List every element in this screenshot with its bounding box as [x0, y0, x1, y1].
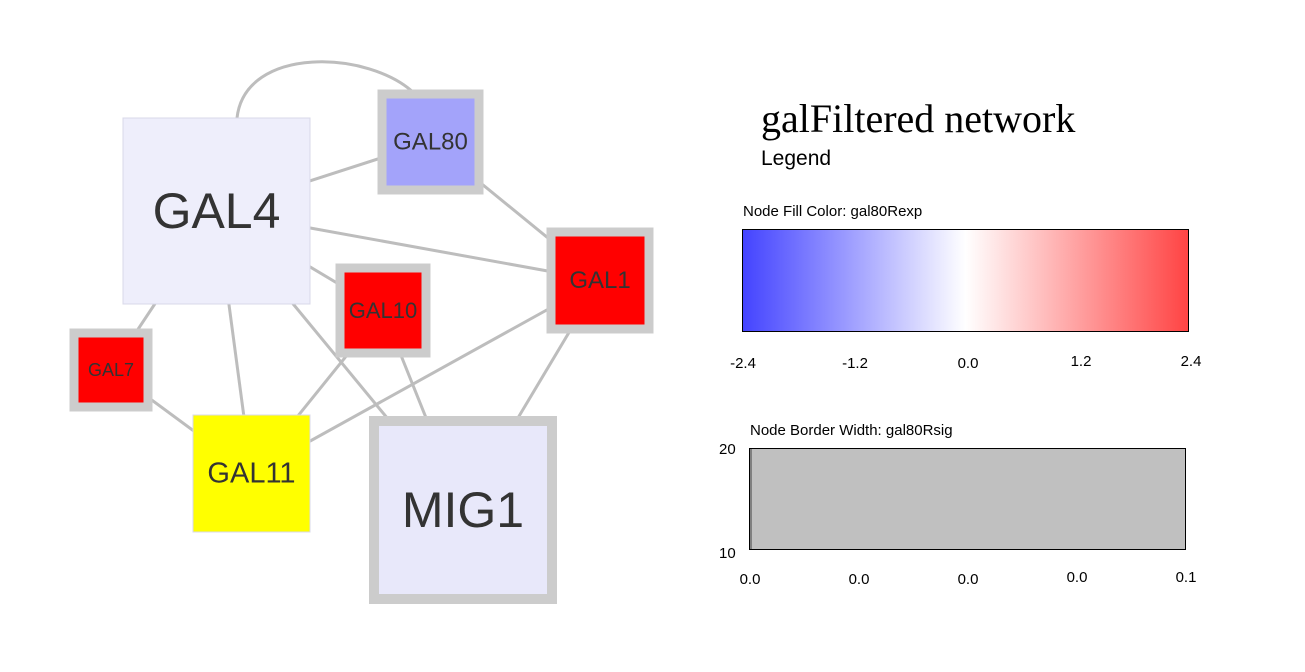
- node-shape[interactable]: [69, 328, 153, 412]
- node-shape[interactable]: [192, 414, 311, 533]
- node-label: GAL11: [207, 458, 295, 490]
- node-gal1[interactable]: GAL1: [546, 227, 654, 334]
- edge-gal4-gal80[interactable]: [235, 60, 417, 119]
- border-axis-min: 10: [719, 545, 736, 562]
- node-gal4[interactable]: GAL4: [122, 117, 311, 305]
- fill-tick: -2.4: [730, 355, 756, 372]
- node-mig1[interactable]: MIG1: [369, 416, 557, 604]
- node-gal11[interactable]: GAL11: [192, 414, 311, 533]
- fill-color-gradient: [742, 229, 1189, 332]
- node-shape[interactable]: [377, 89, 484, 195]
- fill-tick: 2.4: [1180, 353, 1202, 370]
- node-label: GAL7: [88, 360, 134, 380]
- border-tick: 0.0: [848, 571, 870, 588]
- node-gal7[interactable]: GAL7: [69, 328, 153, 412]
- border-tick: 0.0: [957, 571, 979, 588]
- node-shape[interactable]: [546, 227, 654, 334]
- node-label: GAL80: [393, 129, 468, 156]
- node-gal80[interactable]: GAL80: [377, 89, 484, 195]
- border-width-area: [749, 448, 1186, 550]
- node-label: GAL1: [569, 267, 630, 294]
- node-label: GAL10: [349, 298, 418, 323]
- fill-tick: 0.0: [957, 355, 979, 372]
- node-label: MIG1: [402, 482, 524, 538]
- node-shape[interactable]: [369, 416, 557, 604]
- node-shape[interactable]: [335, 263, 431, 358]
- fill-tick: 1.2: [1070, 353, 1092, 370]
- fill-tick: -1.2: [842, 355, 868, 372]
- node-gal10[interactable]: GAL10: [335, 263, 431, 358]
- fill-color-legend-label: Node Fill Color: gal80Rexp: [743, 203, 923, 220]
- node-shape[interactable]: [122, 117, 311, 305]
- border-tick: 0.0: [1066, 569, 1088, 586]
- border-axis-max: 20: [719, 441, 736, 458]
- legend-heading: Legend: [761, 147, 832, 170]
- border-width-ramp-edge: [750, 449, 752, 549]
- network-title: galFiltered network: [761, 96, 1076, 141]
- border-tick: 0.1: [1175, 569, 1197, 586]
- node-label: GAL4: [153, 183, 281, 239]
- border-tick: 0.0: [739, 571, 761, 588]
- border-width-legend-label: Node Border Width: gal80Rsig: [750, 422, 953, 439]
